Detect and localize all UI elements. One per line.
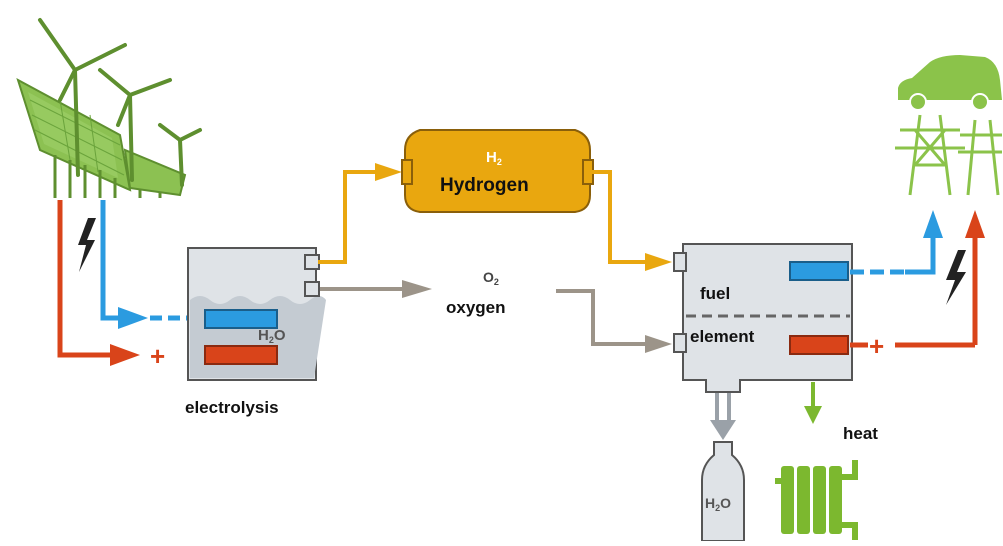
- power-pylon-icon: [895, 114, 1002, 196]
- oxygen-label: oxygen: [446, 298, 506, 317]
- electrolyzer-tank: [187, 247, 326, 381]
- plus-sign-left: +: [150, 341, 165, 371]
- lightning-icon: [78, 218, 96, 272]
- solar-panel-icon: [16, 77, 187, 198]
- hydrogen-pipe-in: [318, 163, 402, 264]
- electrolyzer-h2o-label: H2O: [258, 327, 286, 345]
- h2-formula: H2: [486, 149, 502, 167]
- heat-arrow: [804, 382, 822, 424]
- hydrogen-tank: [401, 129, 594, 213]
- oxygen-pipe-in: [556, 289, 672, 353]
- oxygen-pipe-out: [320, 280, 432, 298]
- source-red-wire: [57, 200, 140, 366]
- output-blue-wire: [850, 210, 943, 275]
- element-label: element: [690, 327, 755, 346]
- water-bottle-icon: [701, 441, 745, 542]
- fuel-label: fuel: [700, 284, 730, 303]
- source-blue-wire: [100, 200, 200, 329]
- heat-label: heat: [843, 424, 878, 443]
- o2-formula: O2: [483, 269, 499, 287]
- radiator-icon: [775, 460, 858, 540]
- car-icon: [898, 55, 1002, 111]
- water-drain-arrow: [710, 393, 736, 440]
- plus-sign-right: +: [869, 331, 884, 361]
- hydrogen-label: Hydrogen: [440, 175, 529, 196]
- fuel-cell: [673, 243, 853, 393]
- wind-turbine-icon: [38, 18, 202, 187]
- water-bottle-h2o-label: H2O: [705, 495, 731, 513]
- electrolysis-label: electrolysis: [185, 398, 279, 417]
- hydrogen-pipe-out: [592, 170, 672, 271]
- output-red-wire: [850, 210, 985, 348]
- lightning-icon: [946, 250, 966, 305]
